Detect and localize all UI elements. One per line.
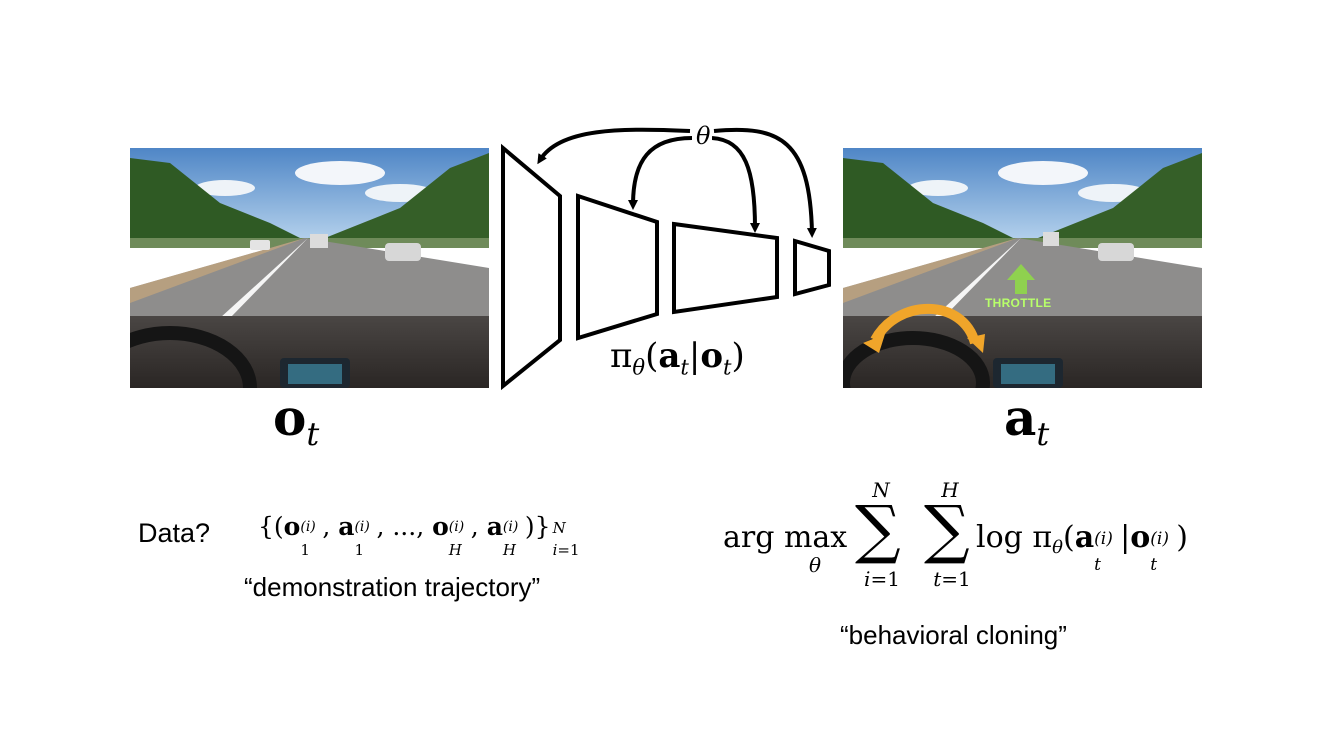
network-layer-3 [672,221,779,315]
log-likelihood-term: log πθ(a(i)t|o(i)t) [976,520,1188,575]
param-arrow-layer-3 [711,136,760,233]
param-arrow-layer-4 [713,127,817,238]
demonstration-caption: “demonstration trajectory” [244,572,541,602]
network-layer-1 [501,143,562,391]
sum-lower-i: i=1 [864,567,900,591]
network-layer-4 [793,238,831,297]
argmax-subscript: θ [808,553,822,577]
data-question: Data? [138,518,211,548]
behavioral-cloning-caption: “behavioral cloning” [840,620,1067,650]
param-arrow-layer-1 [537,127,691,165]
argmax-operator: arg max [723,520,848,555]
throttle-arrow-icon [1007,264,1035,294]
sum-upper-n: N [872,478,890,502]
sum-over-time: ∑ [924,493,970,567]
throttle-label: THROTTLE [985,296,1052,310]
sum-upper-h: H [941,478,959,502]
policy-label: πθ(at|ot) [610,336,745,380]
sum-over-trajectories: ∑ [855,493,901,567]
theta-label: θ [694,122,713,150]
param-arrow-layer-2 [628,136,693,210]
sum-lower-t: t=1 [933,567,971,591]
action-label: at [1004,388,1050,453]
steering-arrow-icon [863,303,985,353]
network-layer-2 [576,193,659,341]
observation-image [130,148,489,388]
observation-label: ot [273,388,320,453]
action-image: THROTTLE [843,148,1202,388]
